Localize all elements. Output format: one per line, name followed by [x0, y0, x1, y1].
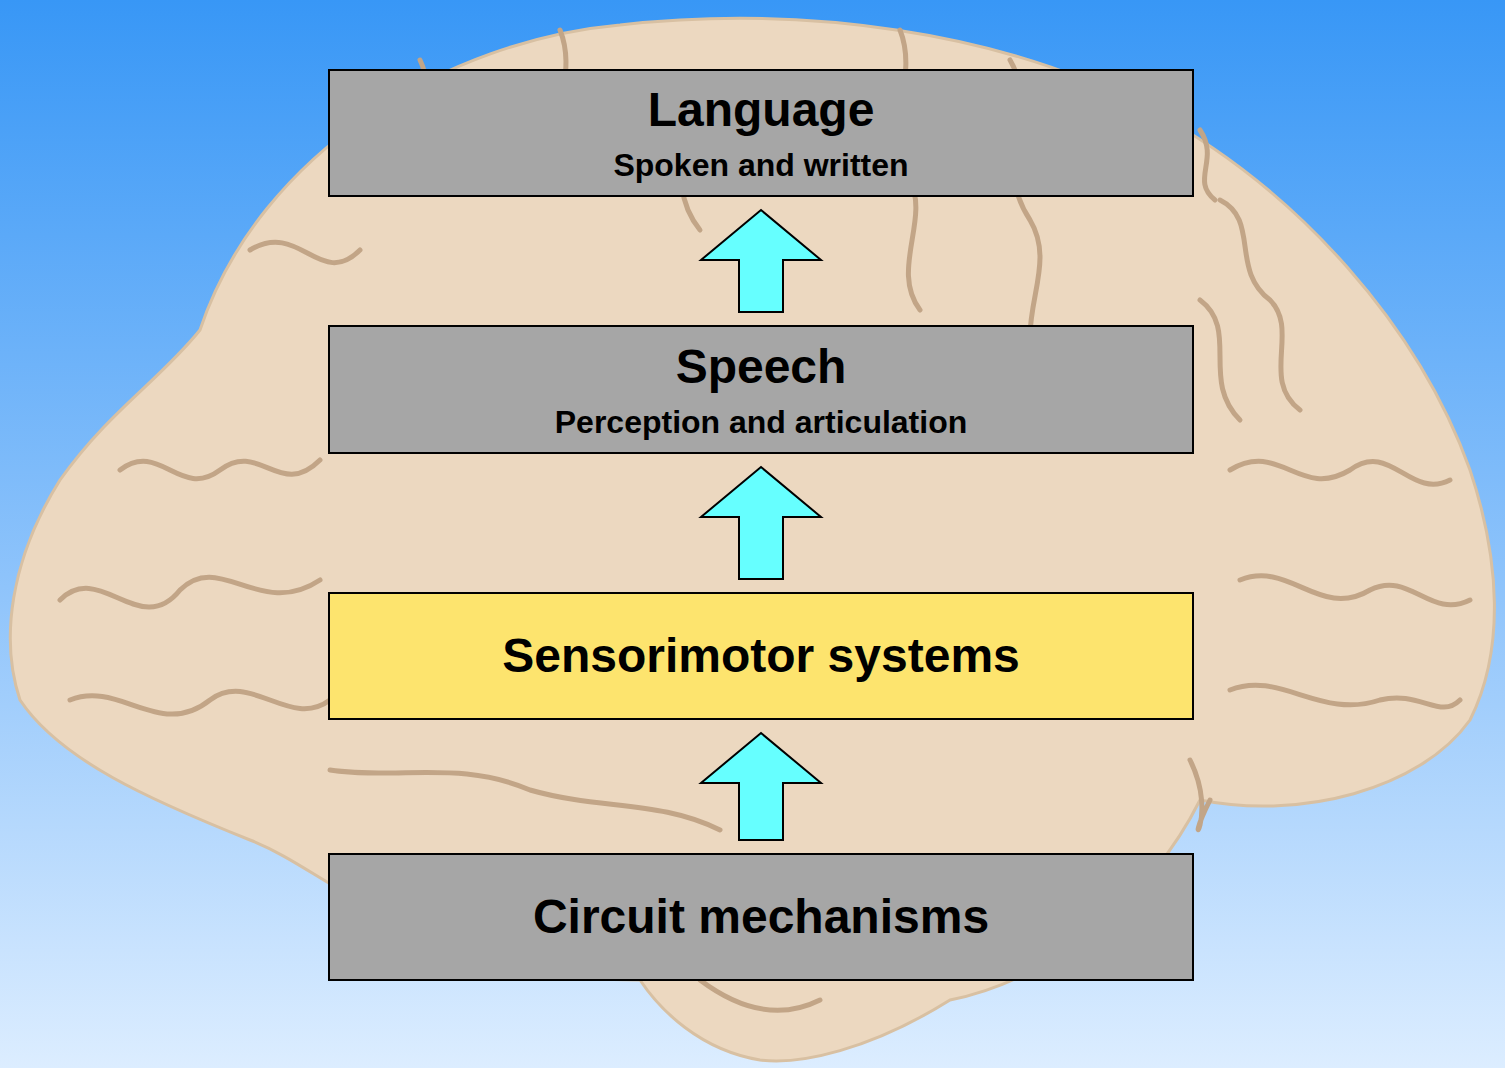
- brain-outline: [10, 18, 1494, 1060]
- box-title: Speech: [676, 339, 847, 395]
- arrow-shape: [701, 467, 821, 579]
- level-box: LanguageSpoken and written: [328, 69, 1194, 197]
- box-title: Sensorimotor systems: [502, 628, 1020, 684]
- box-title: Circuit mechanisms: [533, 889, 989, 945]
- level-box: Circuit mechanisms: [328, 853, 1194, 981]
- box-subtitle: Perception and articulation: [555, 403, 968, 441]
- highlight-box: Sensorimotor systems: [328, 592, 1194, 720]
- brain-gyri: [60, 30, 1470, 1010]
- arrow-shape: [701, 733, 821, 840]
- level-box: SpeechPerception and articulation: [328, 325, 1194, 454]
- arrow-shape: [701, 210, 821, 312]
- up-arrow: [701, 467, 821, 579]
- box-title: Language: [648, 82, 875, 138]
- up-arrow: [701, 733, 821, 840]
- box-subtitle: Spoken and written: [613, 146, 908, 184]
- up-arrow: [701, 210, 821, 312]
